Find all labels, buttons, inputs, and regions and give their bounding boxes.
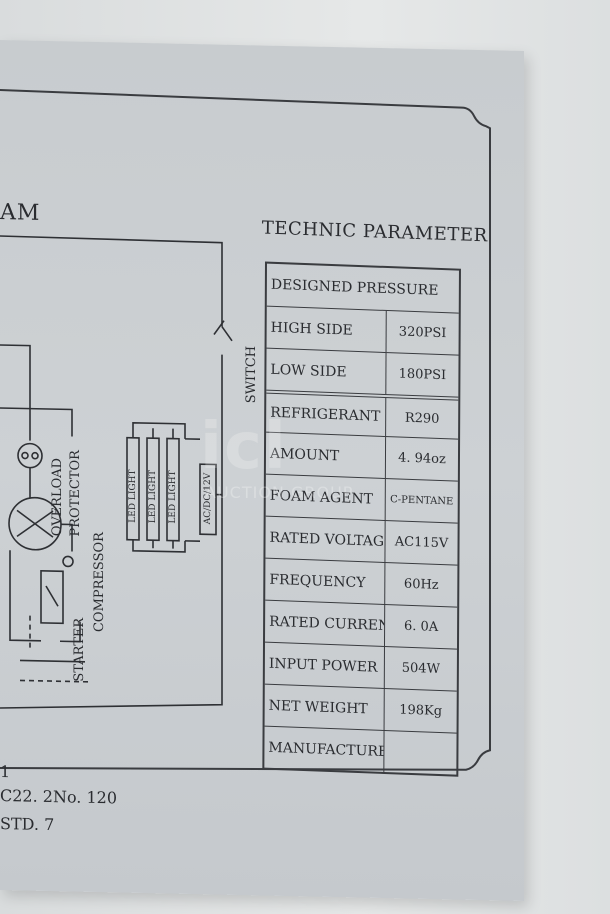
param-row-rated-current: RATED CURRENT 6. 0A <box>265 599 458 649</box>
param-label: INPUT POWER <box>264 642 385 688</box>
param-value: 320PSI <box>398 324 447 342</box>
param-label: FREQUENCY <box>265 558 386 604</box>
parameter-table: DESIGNED PRESSURE HIGH SIDE 320PSI LOW S… <box>262 261 461 777</box>
switch-label: SWITCH <box>244 345 259 404</box>
compressor-label: COMPRESSOR <box>92 531 107 633</box>
overload-label: OVERLOAD <box>50 457 65 537</box>
diagram-title-partial: AM <box>0 200 41 226</box>
watermark-logo: icl <box>200 410 288 484</box>
param-label: RATED VOLTAGE <box>265 516 386 563</box>
led-light-label-1: LED LIGHT <box>128 469 138 523</box>
param-value: 6. 0A <box>403 618 439 635</box>
protector-label: PROTECTOR <box>68 450 83 537</box>
param-label: LOW SIDE <box>266 348 387 395</box>
bottom-line-2: C22. 2No. 120 <box>0 786 118 808</box>
param-label: NET WEIGHT <box>264 684 385 730</box>
param-value: AC115V <box>394 534 449 552</box>
starter-label: STARTER <box>72 617 87 682</box>
param-value: 504W <box>401 660 441 678</box>
param-row-input-power: INPUT POWER 504W <box>264 641 457 691</box>
param-row-rated-voltage: RATED VOLTAGE AC115V <box>265 515 458 565</box>
param-value: 180PSI <box>398 366 447 384</box>
bottom-line-3: STD. 7 <box>0 814 55 835</box>
watermark-subtitle: AUCTION GROUP <box>205 483 354 502</box>
param-row-amount: AMOUNT 4. 94oz <box>265 431 459 481</box>
param-row-frequency: FREQUENCY 60Hz <box>265 557 458 607</box>
param-value: 198Kg <box>399 702 443 720</box>
param-row-low-side: LOW SIDE 180PSI <box>266 347 459 397</box>
param-value: C-PENTANE <box>390 494 454 508</box>
param-label: HIGH SIDE <box>266 306 387 353</box>
param-value: R290 <box>404 410 440 427</box>
technical-placard: AM SWITCH OVERLOAD PROTECTOR COMPRESSOR … <box>0 40 524 901</box>
placard-border <box>0 89 491 771</box>
param-row-designed-pressure: DESIGNED PRESSURE <box>267 264 459 313</box>
param-row-refrigerant: REFRIGERANT R290 <box>266 389 459 439</box>
param-label: RATED CURRENT <box>265 600 386 646</box>
param-label: DESIGNED PRESSURE <box>270 276 439 299</box>
param-value: 60Hz <box>403 576 439 593</box>
led-light-label-3: LED LIGHT <box>168 470 178 524</box>
param-value <box>384 751 456 754</box>
param-row-manufactured: MANUFACTURED <box>264 725 457 775</box>
param-row-high-side: HIGH SIDE 320PSI <box>266 305 459 355</box>
led-light-label-2: LED LIGHT <box>148 469 158 524</box>
wiring-diagram <box>0 235 233 709</box>
param-label: MANUFACTURED <box>264 726 385 772</box>
bottom-line-1: 1 <box>0 762 11 782</box>
param-value: 4. 94oz <box>398 450 446 468</box>
param-row-net-weight: NET WEIGHT 198Kg <box>264 683 457 733</box>
